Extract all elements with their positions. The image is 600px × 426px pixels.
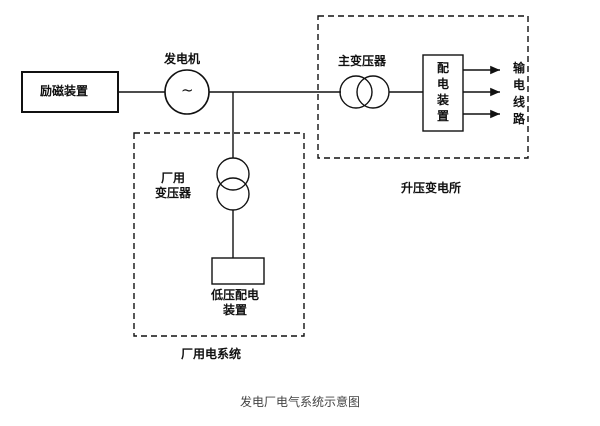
switchgear-box (422, 54, 464, 132)
transmission-lines-label: 输 电 线 路 (512, 61, 525, 126)
step-up-substation-boundary (317, 15, 529, 159)
excitation-label: 励磁装置 (40, 84, 89, 98)
main-transformer-coil-right (356, 75, 390, 109)
service-transformer-coil-bottom (216, 177, 250, 211)
station-service-title: 厂用电系统 (181, 347, 242, 361)
generator-label: 发电机 (164, 52, 201, 66)
generator-symbol-label: ~ (181, 81, 194, 99)
service-transformer-label: 厂用 变压器 (154, 171, 191, 200)
service-transformer-coil-top (216, 157, 250, 191)
figure-caption: 发电厂电气系统示意图 (239, 395, 360, 409)
step-up-substation-title: 升压变电所 (401, 181, 462, 195)
lv-switchgear-label: 低压配电 装置 (210, 288, 259, 317)
main-transformer-coil-left (339, 75, 373, 109)
station-service-boundary (133, 132, 305, 337)
main-transformer-label: 主变压器 (338, 54, 387, 68)
switchgear-label: 配 电 装 置 (436, 61, 449, 123)
lv-switchgear-box (211, 257, 265, 285)
